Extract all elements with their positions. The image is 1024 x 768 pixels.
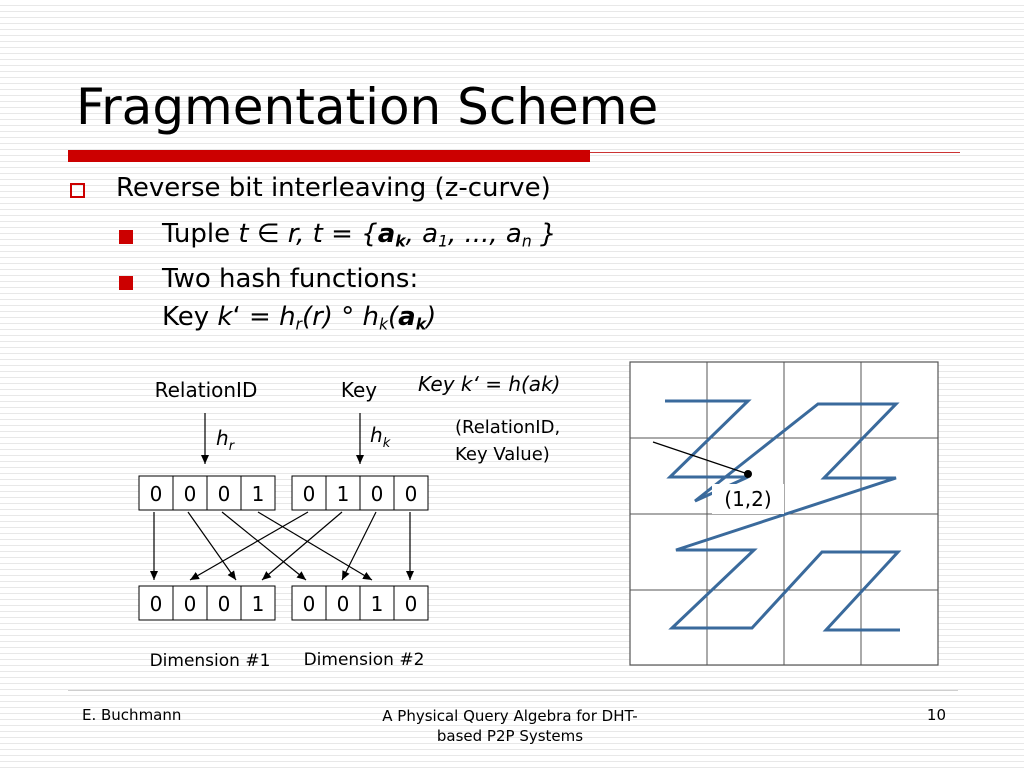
svg-text:1: 1 bbox=[337, 482, 350, 506]
row2-right-bits: 0 0 1 0 bbox=[291, 585, 429, 621]
footer-rule bbox=[68, 690, 958, 691]
svg-text:0: 0 bbox=[218, 482, 231, 506]
dimension-1-label: Dimension #1 bbox=[150, 651, 271, 671]
relationid-label: RelationID bbox=[155, 378, 258, 402]
footer-author: E. Buchmann bbox=[82, 706, 182, 724]
svg-text:0: 0 bbox=[405, 592, 418, 616]
note-key-value: Key Value) bbox=[455, 444, 550, 465]
svg-text:1: 1 bbox=[252, 592, 265, 616]
svg-text:0: 0 bbox=[303, 482, 316, 506]
point-label-bg bbox=[712, 484, 784, 514]
footer-page-number: 10 bbox=[926, 706, 946, 724]
row1-right-bits: 0 1 0 0 bbox=[291, 475, 429, 511]
svg-text:0: 0 bbox=[303, 592, 316, 616]
z-curve-path bbox=[665, 399, 902, 632]
svg-text:0: 0 bbox=[184, 482, 197, 506]
key-label: Key bbox=[341, 378, 377, 402]
bullet-reverse-bit-interleaving: Reverse bit interleaving (z-curve) bbox=[116, 173, 551, 203]
pointer-line bbox=[652, 441, 749, 475]
solid-square-bullet-icon bbox=[119, 230, 133, 244]
svg-text:0: 0 bbox=[337, 592, 350, 616]
key-hash-formula: Key k‘ = h(ak) bbox=[418, 372, 560, 396]
svg-text:0: 0 bbox=[150, 592, 163, 616]
svg-text:1: 1 bbox=[371, 592, 384, 616]
title-underline-bar bbox=[68, 150, 590, 162]
svg-text:0: 0 bbox=[184, 592, 197, 616]
svg-text:1: 1 bbox=[252, 482, 265, 506]
row1-left-bits: 0 0 0 1 bbox=[138, 475, 276, 511]
hash-r-label: hr bbox=[216, 426, 236, 454]
title-underline-rule bbox=[590, 152, 960, 153]
bullet-two-hash-functions: Two hash functions: bbox=[162, 264, 419, 294]
footer-presentation-title: A Physical Query Algebra for DHT- based … bbox=[382, 707, 638, 745]
point-1-2-dot bbox=[744, 470, 752, 478]
svg-text:0: 0 bbox=[150, 482, 163, 506]
key-formula: Key k‘ = hr(r) ° hk(ak) bbox=[162, 302, 437, 334]
interleave-arrows bbox=[150, 511, 414, 581]
dimension-2-label: Dimension #2 bbox=[304, 650, 425, 670]
bullet-tuple: Tuple t ∈ r, t = {ak, a1, ..., an } bbox=[162, 219, 557, 251]
svg-text:0: 0 bbox=[405, 482, 418, 506]
note-relationid: (RelationID, bbox=[455, 417, 560, 438]
point-1-2-label: (1,2) bbox=[724, 487, 771, 511]
solid-square-bullet-icon bbox=[119, 276, 133, 290]
hash-k-label: hk bbox=[370, 423, 391, 451]
svg-text:0: 0 bbox=[371, 482, 384, 506]
row2-left-bits: 0 0 0 1 bbox=[138, 585, 276, 621]
hollow-square-bullet-icon bbox=[70, 183, 85, 198]
svg-text:0: 0 bbox=[218, 592, 231, 616]
slide-title: Fragmentation Scheme bbox=[76, 78, 659, 136]
